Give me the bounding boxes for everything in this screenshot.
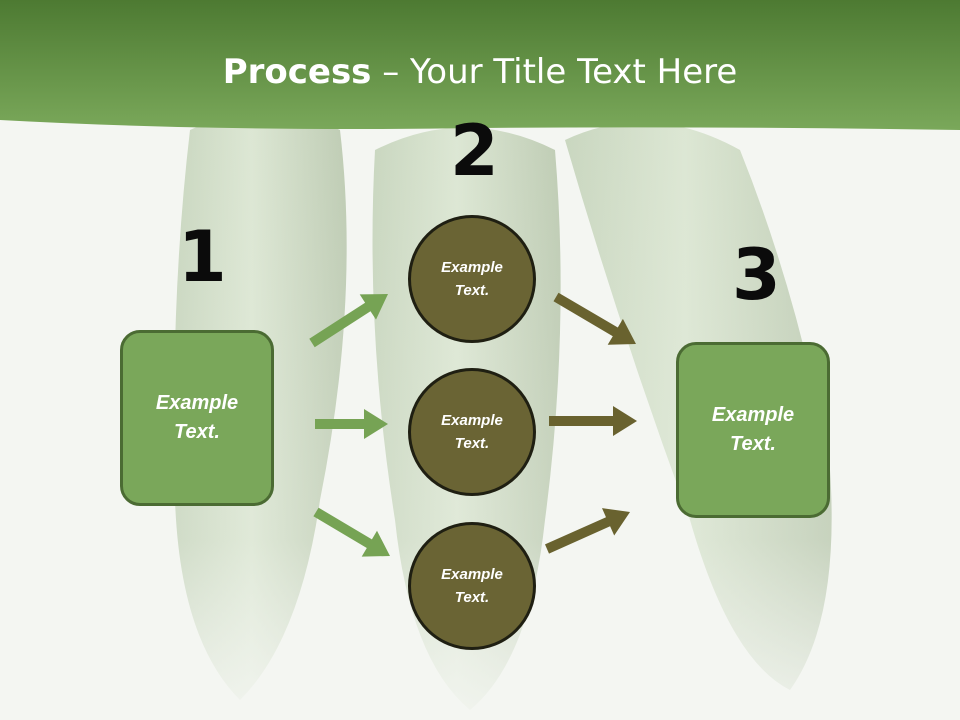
process-box-end[interactable]: Example Text. [676, 342, 830, 518]
step-number-1: 1 [178, 216, 227, 298]
process-circle-bottom[interactable]: Example Text. [408, 522, 536, 650]
process-circle-middle[interactable]: Example Text. [408, 368, 536, 496]
arrow-box-to-middle [315, 409, 388, 439]
step-number-3: 3 [732, 234, 781, 316]
arrow-box-to-bottom [313, 507, 390, 557]
header-band [0, 0, 960, 130]
process-box-start[interactable]: Example Text. [120, 330, 274, 506]
slide-title: Process – Your Title Text Here [0, 52, 960, 92]
title-bold: Process [222, 52, 372, 92]
title-rest: – Your Title Text Here [371, 52, 738, 92]
arrow-box-to-top [309, 294, 388, 348]
arrow-middle-to-end [549, 406, 637, 436]
arrow-bottom-to-end [545, 508, 630, 554]
process-circle-top[interactable]: Example Text. [408, 215, 536, 343]
arrow-top-to-end [553, 292, 636, 345]
step-number-2: 2 [450, 110, 499, 192]
